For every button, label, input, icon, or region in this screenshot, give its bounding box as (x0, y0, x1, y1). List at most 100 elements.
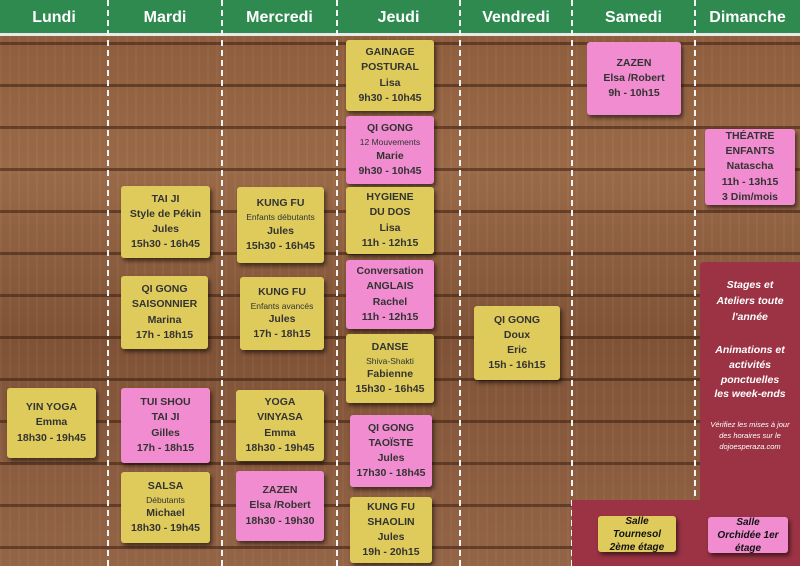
day-lundi: Lundi (32, 9, 76, 26)
class-detail: 3 Dim/mois (721, 190, 779, 203)
class-detail: 18h30 - 19h45 (17, 431, 86, 444)
class-title: QI GONG (367, 421, 415, 434)
class-detail: 17h30 - 18h45 (356, 467, 426, 480)
class-detail: Marina (147, 313, 182, 326)
class-card: QI GONG SAISONNIER Marina 17h - 18h15 (121, 276, 208, 349)
class-card: HYGIENE DU DOS Lisa 11h - 12h15 (346, 187, 434, 254)
class-detail: Lisa (379, 76, 401, 89)
class-title: Conversation (356, 265, 424, 278)
class-detail: Shiva-Shakti (366, 355, 414, 366)
class-title: KUNG FU (258, 285, 306, 298)
class-title: YIN YOGA (25, 401, 78, 414)
class-detail: 18h30 - 19h45 (131, 522, 200, 535)
day-dimanche: Dimanche (709, 9, 786, 26)
column-divider (694, 0, 696, 566)
column-divider (107, 0, 109, 566)
days-header (0, 0, 800, 36)
class-detail: Jules (267, 224, 294, 237)
class-card: KUNG FU SHAOLIN Jules 19h - 20h15 (350, 497, 432, 563)
class-detail: Doux (503, 328, 531, 341)
class-title: ZAZEN (616, 56, 652, 69)
column-divider (221, 0, 223, 566)
room-tournesol: Salle Tournesol 2ème étage (598, 516, 676, 553)
class-detail: Gilles (151, 426, 180, 439)
class-detail: Jules (377, 452, 405, 464)
room-orchidee: Salle Orchidée 1er étage (708, 517, 788, 554)
verify-text: Vérifiez les mises à jour des horaires s… (710, 420, 790, 451)
class-detail: SHAOLIN (367, 515, 415, 528)
class-detail: 15h30 - 16h45 (246, 239, 315, 252)
class-detail: 9h30 - 10h45 (358, 91, 422, 104)
class-detail: Emma (35, 416, 68, 429)
class-detail: ENFANTS (725, 145, 775, 158)
class-title: KUNG FU (367, 500, 415, 513)
class-card: QI GONG TAOÏSTE Jules 17h30 - 18h45 (350, 415, 432, 487)
column-divider (459, 0, 461, 566)
class-detail: Natascha (726, 160, 774, 173)
class-detail: Rachel (372, 295, 408, 308)
class-title: QI GONG (366, 122, 414, 135)
class-detail: Débutants (146, 494, 185, 505)
class-title: TAI JI (151, 192, 180, 205)
column-divider (336, 0, 338, 566)
class-title: QI GONG (141, 283, 188, 296)
class-title: SALSA (147, 479, 184, 492)
day-mercredi: Mercredi (246, 9, 313, 26)
class-detail: VINYASA (257, 411, 303, 424)
class-detail: ANGLAIS (366, 280, 414, 293)
class-detail: 15h30 - 16h45 (355, 383, 425, 396)
class-detail: 9h - 10h15 (608, 87, 660, 100)
class-detail: SAISONNIER (131, 298, 198, 311)
class-detail: 12 Mouvements (359, 137, 421, 148)
class-detail: 17h - 18h15 (253, 328, 311, 341)
class-title: THÉATRE (725, 129, 775, 142)
class-detail: POSTURAL (361, 61, 419, 74)
class-detail: TAOÏSTE (368, 436, 414, 449)
animations-text: Animations et activités ponctuelles les … (714, 344, 786, 401)
class-card: YIN YOGA Emma 18h30 - 19h45 (7, 388, 96, 458)
class-card: TUI SHOU TAI JI Gilles 17h - 18h15 (121, 388, 210, 463)
class-detail: 15h30 - 16h45 (131, 238, 200, 251)
day-mardi: Mardi (143, 9, 187, 26)
class-detail: Fabienne (366, 368, 414, 381)
class-detail: 15h - 16h15 (488, 359, 546, 372)
class-detail: 9h30 - 10h45 (358, 164, 422, 177)
class-detail: Style de Pékin (129, 207, 202, 220)
class-detail: Emma (264, 426, 296, 439)
class-title: QI GONG (493, 313, 541, 326)
class-detail: Michael (146, 507, 185, 520)
class-title: KUNG FU (256, 197, 305, 210)
class-detail: DU DOS (369, 206, 411, 219)
info-panel: Stages et Ateliers toute l'année Animati… (700, 262, 800, 502)
class-detail: TAI JI (151, 411, 180, 424)
class-title: TUI SHOU (140, 396, 191, 409)
class-detail: Jules (152, 223, 179, 235)
class-detail: 18h30 - 19h30 (245, 514, 315, 527)
class-title: HYGIENE (366, 191, 414, 204)
class-card: THÉATRE ENFANTS Natascha 11h - 13h15 3 Dim/m… (705, 129, 795, 205)
class-detail: 19h - 20h15 (362, 546, 420, 559)
stages-text: Stages et Ateliers toute l'année (716, 279, 784, 323)
class-detail: Enfants avancés (250, 300, 314, 311)
class-detail: Marie (376, 149, 404, 162)
class-detail: 11h - 13h15 (721, 175, 779, 188)
column-divider (571, 0, 573, 566)
class-detail: 17h - 18h15 (135, 328, 194, 341)
day-jeudi: Jeudi (377, 9, 420, 26)
class-detail: Elsa /Robert (249, 499, 311, 512)
class-detail: 11h - 12h15 (361, 236, 419, 249)
class-detail: 17h - 18h15 (136, 441, 195, 454)
day-samedi: Samedi (605, 9, 662, 26)
class-detail: Lisa (379, 221, 401, 234)
class-detail: 18h30 - 19h45 (245, 441, 315, 454)
class-title: ZAZEN (262, 484, 298, 497)
class-title: YOGA (264, 396, 296, 409)
class-detail: Jules (377, 531, 405, 543)
